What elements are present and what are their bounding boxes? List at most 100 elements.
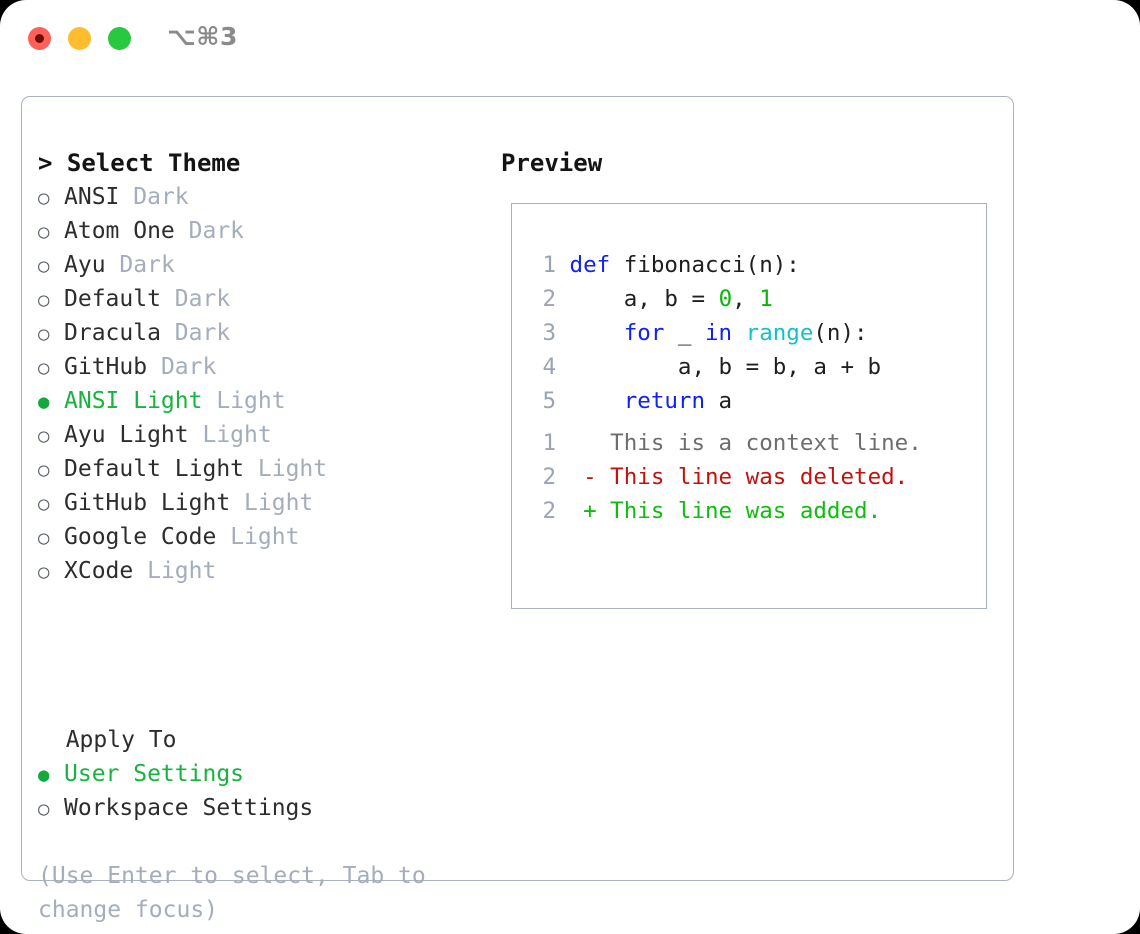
code-token: [570, 388, 624, 414]
diff-line: 2 + This line was added.: [534, 494, 974, 528]
code-line: 4 a, b = b, a + b: [534, 350, 974, 384]
code-token: a, b =: [569, 286, 719, 312]
preview-header: Preview: [501, 149, 603, 177]
diff-line-number: 2: [542, 498, 556, 524]
theme-option-variant: Dark: [133, 184, 189, 210]
theme-option-name: GitHub: [64, 354, 148, 380]
radio-unselected-icon: ○: [38, 798, 50, 820]
theme-option-ayu-light[interactable]: ○ Ayu Light Light: [38, 418, 488, 452]
theme-option-name: ANSI: [64, 184, 120, 210]
diff-marker: +: [583, 498, 597, 524]
diff-text: This is a context line.: [596, 430, 922, 456]
code-token: range: [745, 320, 814, 346]
code-token: a, b = b, a + b: [569, 354, 882, 380]
minimize-window-button[interactable]: [68, 27, 91, 50]
theme-option-default-light[interactable]: ○Default Light Light: [38, 452, 488, 486]
window-titlebar: ⌥⌘3: [0, 0, 1140, 78]
theme-option-default[interactable]: ○ Default Dark: [38, 282, 488, 316]
apply-to-option-list: ● User Settings ○ Workspace Settings: [38, 757, 488, 825]
preview-section: Preview: [501, 146, 991, 180]
code-line-number: 3: [542, 320, 556, 346]
diff-text: This line was added.: [596, 498, 882, 524]
theme-option-ansi-light[interactable]: ●ANSI Light Light: [38, 384, 488, 418]
keyboard-hint-text: (Use Enter to select, Tab to change focu…: [38, 863, 426, 923]
code-token: 0: [718, 286, 733, 312]
diff-line-number: 1: [542, 430, 556, 456]
radio-unselected-icon: ○: [38, 187, 50, 209]
code-line: 3 for _ in range(n):: [534, 316, 974, 350]
code-line: 5 return a: [534, 384, 974, 418]
theme-option-variant: Light: [244, 490, 314, 516]
apply-to-option-workspace-settings[interactable]: ○ Workspace Settings: [38, 791, 488, 825]
code-token: def: [569, 252, 611, 278]
theme-option-variant: Dark: [188, 218, 245, 244]
code-line-number: 2: [542, 286, 556, 312]
theme-option-dracula[interactable]: ○ Dracula Dark: [38, 316, 488, 350]
theme-option-variant: Dark: [119, 252, 175, 278]
code-token: [570, 320, 624, 346]
radio-unselected-icon: ○: [38, 459, 50, 481]
code-token: 1: [759, 286, 773, 312]
diff-line-number: 2: [542, 464, 556, 490]
radio-unselected-icon: ○: [38, 425, 50, 447]
radio-unselected-icon: ○: [38, 221, 50, 243]
theme-option-name: Ayu: [64, 252, 106, 278]
theme-picker: > Select Theme ○ANSI Dark○Atom One Dark○…: [38, 146, 488, 588]
theme-option-ansi[interactable]: ○ ANSI Dark: [38, 180, 488, 214]
theme-option-google-code[interactable]: ○ Google Code Light: [38, 520, 488, 554]
theme-option-variant: Light: [230, 524, 300, 550]
radio-unselected-icon: ○: [38, 493, 50, 515]
theme-option-name: Atom One: [64, 218, 175, 244]
theme-option-list: ○ANSI Dark○Atom One Dark○Ayu Dark○Defaul…: [38, 180, 488, 588]
maximize-window-button[interactable]: [108, 27, 131, 50]
radio-unselected-icon: ○: [38, 323, 50, 345]
code-token: fibonacci(n):: [610, 252, 800, 278]
radio-unselected-icon: ○: [38, 561, 50, 583]
apply-to-option-name: User Settings: [64, 761, 245, 787]
code-token: return: [623, 388, 706, 414]
code-line-number: 1: [542, 252, 556, 278]
apply-to-option-name: Workspace Settings: [64, 795, 314, 821]
theme-option-name: ANSI Light: [64, 388, 203, 414]
theme-option-variant: Dark: [160, 354, 217, 380]
diff-line: 1 This is a context line.: [534, 426, 974, 460]
radio-selected-icon: ●: [38, 764, 50, 786]
code-token: a: [705, 388, 733, 414]
code-token: (n):: [813, 320, 868, 346]
diff-marker: -: [583, 464, 597, 490]
theme-option-github[interactable]: ○ GitHub Dark: [38, 350, 488, 384]
theme-option-variant: Light: [216, 388, 286, 414]
theme-option-variant: Dark: [174, 286, 231, 312]
theme-option-name: Google Code: [64, 524, 217, 550]
close-window-button[interactable]: [28, 27, 51, 50]
theme-option-name: Dracula: [64, 320, 161, 346]
radio-unselected-icon: ○: [38, 357, 50, 379]
theme-option-name: Ayu Light: [64, 422, 189, 448]
theme-option-variant: Light: [257, 456, 328, 482]
diff-text: This line was deleted.: [596, 464, 909, 490]
diff-marker: [583, 430, 597, 456]
theme-option-variant: Light: [202, 422, 272, 448]
theme-option-variant: Dark: [174, 320, 231, 346]
keyboard-shortcut-label: ⌥⌘3: [167, 22, 238, 51]
theme-option-atom-one[interactable]: ○ Atom One Dark: [38, 214, 488, 248]
code-token: _: [664, 320, 706, 346]
radio-unselected-icon: ○: [38, 255, 50, 277]
theme-option-github-light[interactable]: ○GitHub Light Light: [38, 486, 488, 520]
diff-sample: 1 This is a context line. 2 - This line w…: [534, 426, 974, 528]
code-token: ,: [732, 286, 760, 312]
theme-option-xcode[interactable]: ○XCode Light: [38, 554, 488, 588]
code-line-number: 4: [542, 354, 556, 380]
theme-option-name: Default: [64, 286, 161, 312]
theme-option-ayu[interactable]: ○ Ayu Dark: [38, 248, 488, 282]
code-line: 1 def fibonacci(n):: [534, 248, 974, 282]
apply-to-option-user-settings[interactable]: ● User Settings: [38, 757, 488, 791]
theme-option-variant: Light: [147, 558, 217, 584]
radio-unselected-icon: ○: [38, 527, 50, 549]
radio-unselected-icon: ○: [38, 289, 50, 311]
code-line-number: 5: [542, 388, 556, 414]
code-line: 2 a, b = 0, 1: [534, 282, 974, 316]
